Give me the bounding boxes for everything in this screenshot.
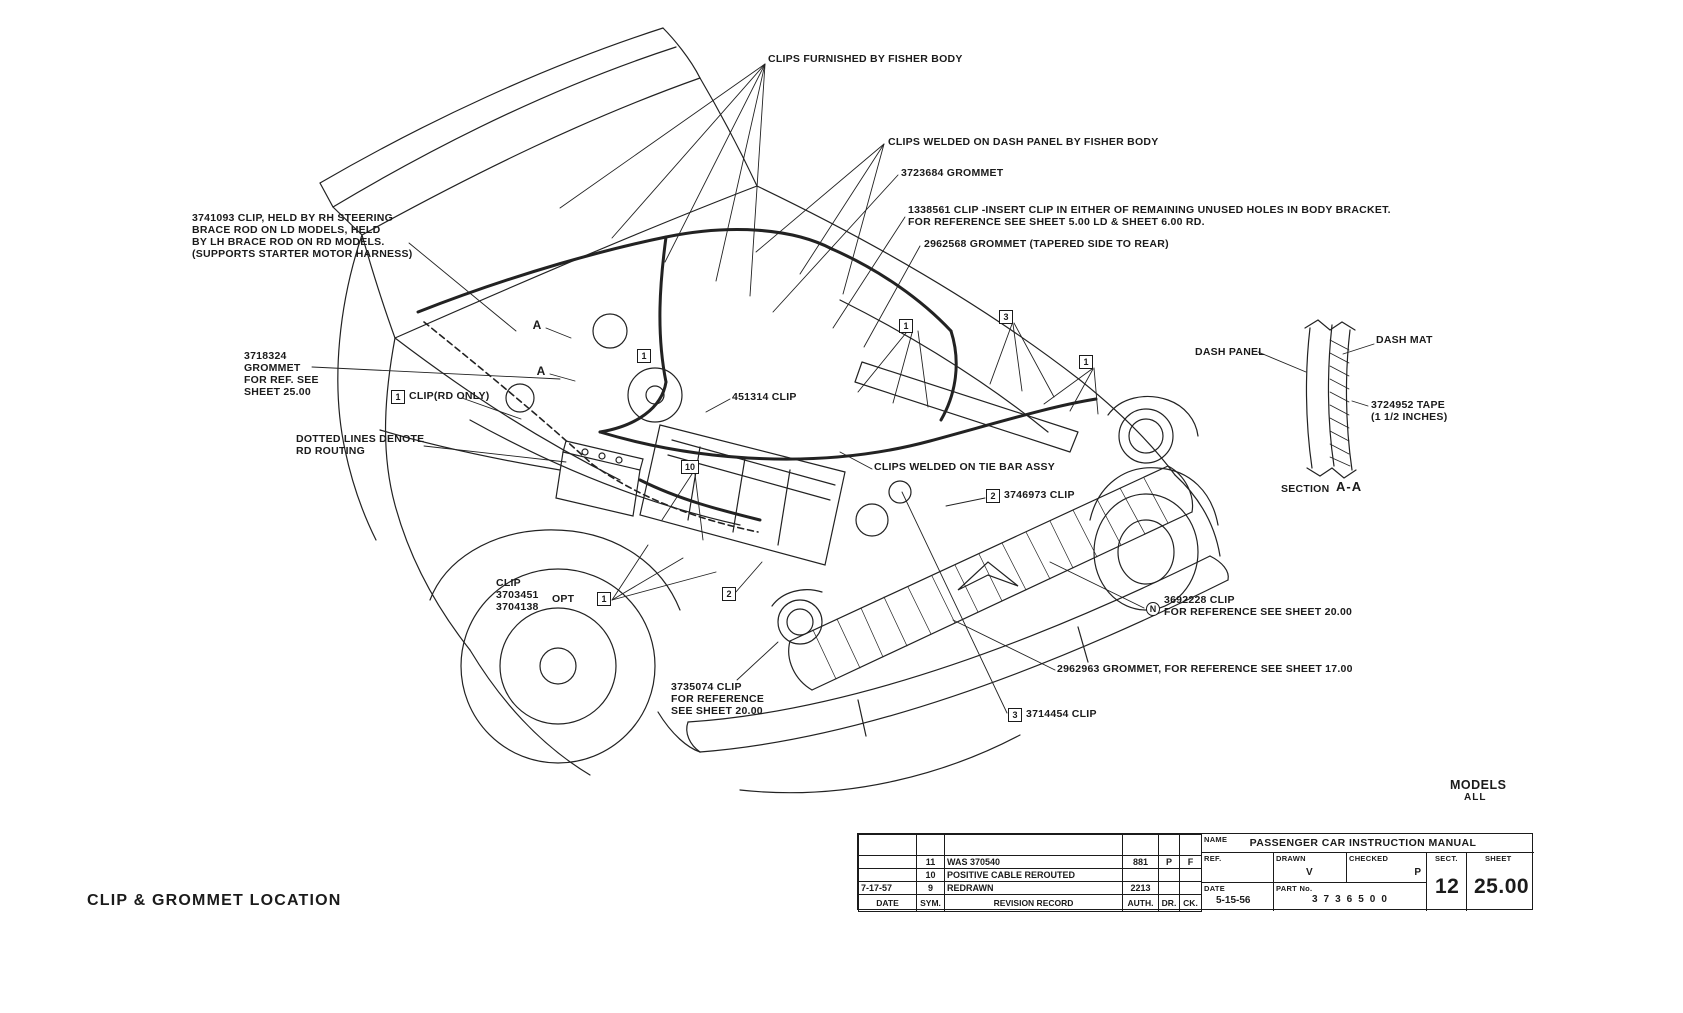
windshield-roof-lines [319,27,758,339]
sect-cell: SECT. 12 [1426,852,1466,911]
bumper [686,555,1229,794]
sheet-value: 25.00 [1474,875,1530,898]
callout-dotted-lines: DOTTED LINES DENOTE RD ROUTING [296,433,425,457]
marker-box-2-icon: 2 [722,587,736,601]
callout-clip-3714454: 3714454 CLIP [1026,708,1097,720]
marker-box-10-icon: 10 [681,460,699,474]
date-cell: DATE 5-15-56 [1201,882,1273,911]
callout-clips-dash-panel: CLIPS WELDED ON DASH PANEL BY FISHER BOD… [888,136,1159,148]
callout-clip-3746973: 3746973 CLIP [1004,489,1075,501]
drawn-label: DRAWN [1276,854,1306,863]
checked-value: P [1414,867,1421,878]
callout-clip-rd-only-row: 1 CLIP(RD ONLY) [391,390,489,404]
callout-dash-panel: DASH PANEL [1195,346,1265,358]
sheet-cell: SHEET 25.00 [1466,852,1534,911]
marker-box-2-icon: 2 [986,489,1000,503]
revision-row: 11 WAS 370540 881 P F [858,855,1202,869]
drawing-title: CLIP & GROMMET LOCATION [87,892,342,909]
callout-clip-3692228: 3692228 CLIP FOR REFERENCE SEE SHEET 20.… [1164,594,1353,618]
manual-title: PASSENGER CAR INSTRUCTION MANUAL [1249,837,1477,849]
title-block-right: NAME PASSENGER CAR INSTRUCTION MANUAL RE… [1201,834,1534,911]
marker-box-3-icon: 3 [1008,708,1022,722]
callout-grommet-2962963: 2962963 GROMMET, FOR REFERENCE SEE SHEET… [1057,663,1353,675]
wiring-harness [416,228,1098,522]
revision-row: 10 POSITIVE CABLE REROUTED [858,868,1202,882]
sect-label: SECT. [1435,854,1458,863]
ref-cell: REF. [1201,852,1273,882]
name-label: NAME [1204,835,1228,844]
checked-cell: CHECKED P [1346,852,1426,882]
revision-header-row: DATE SYM. REVISION RECORD AUTH. DR. CK. [858,894,1202,912]
rd-routing-dashed [423,321,759,533]
callout-clip-rd-only: CLIP(RD ONLY) [409,390,490,402]
drawn-value: V [1306,867,1313,878]
section-cut-a-marker: A [536,363,546,378]
drawn-cell: DRAWN V [1273,852,1346,882]
title-block: 11 WAS 370540 881 P F 10 POSITIVE CABLE … [857,833,1534,912]
part-no-label: PART No. [1276,884,1313,893]
left-body-lines [337,234,621,776]
revision-row-empty [858,834,1202,856]
date-value: 5-15-56 [1216,895,1251,906]
headlights [771,395,1199,645]
callout-clip-1338561: 1338561 CLIP -INSERT CLIP IN EITHER OF R… [908,204,1391,228]
callout-clip-451314: 451314 CLIP [732,391,797,403]
callout-opt: OPT [552,593,575,605]
checked-label: CHECKED [1349,854,1389,863]
callout-clip-3703451: CLIP 3703451 3704138 [496,577,539,613]
callout-clips-fisher-body: CLIPS FURNISHED BY FISHER BODY [768,53,963,65]
section-aa-strip [1304,319,1357,479]
date-label: DATE [1204,884,1226,893]
ref-label: REF. [1204,854,1222,863]
callout-tape-3724952: 3724952 TAPE (1 1/2 INCHES) [1371,399,1448,423]
grille [788,465,1194,691]
callout-clip-3735074: 3735074 CLIP FOR REFERENCE SEE SHEET 20.… [671,681,765,717]
sheet-label: SHEET [1485,854,1512,863]
models-value: ALL [1464,792,1487,803]
revision-row: 7-17-57 9 REDRAWN 2213 [858,881,1202,895]
section-label: SECTION [1281,483,1330,495]
wheel-and-fender-lines [429,185,1221,764]
marker-circle-n-icon: N [1146,602,1160,616]
sect-value: 12 [1435,875,1460,898]
callout-grommet-3723684: 3723684 GROMMET [901,167,1004,179]
name-row: NAME PASSENGER CAR INSTRUCTION MANUAL [1201,834,1534,852]
models-label: MODELS [1450,778,1507,792]
callout-clips-tie-bar: CLIPS WELDED ON TIE BAR ASSY [874,461,1056,473]
callout-clip-3714454-row: 3 3714454 CLIP [1008,708,1097,722]
callout-grommet-3718324: 3718324 GROMMET FOR REF. SEE SHEET 25.00 [244,350,319,398]
marker-box-1-icon: 1 [391,390,405,404]
part-no-cell: PART No. 3736500 [1273,882,1426,911]
part-no-value: 3736500 [1312,894,1393,905]
callout-clip-3746973-row: 2 3746973 CLIP [986,489,1075,503]
callout-clip-3741093: 3741093 CLIP, HELD BY RH STEERING BRACE … [192,212,413,260]
callout-dash-mat: DASH MAT [1376,334,1433,346]
section-cut-a-marker: A [532,317,542,332]
leader-lines [311,63,1375,714]
marker-box-3-icon: 3 [999,310,1013,324]
callout-grommet-2962568: 2962568 GROMMET (TAPERED SIDE TO REAR) [924,238,1169,250]
marker-box-1-icon: 1 [637,349,651,363]
marker-box-1-icon: 1 [1079,355,1093,369]
section-name: A-A [1336,479,1363,494]
revision-table: 11 WAS 370540 881 P F 10 POSITIVE CABLE … [858,834,1202,912]
marker-box-1-icon: 1 [899,319,913,333]
marker-box-1-icon: 1 [597,592,611,606]
chevrolet-v-emblem [957,561,1019,591]
